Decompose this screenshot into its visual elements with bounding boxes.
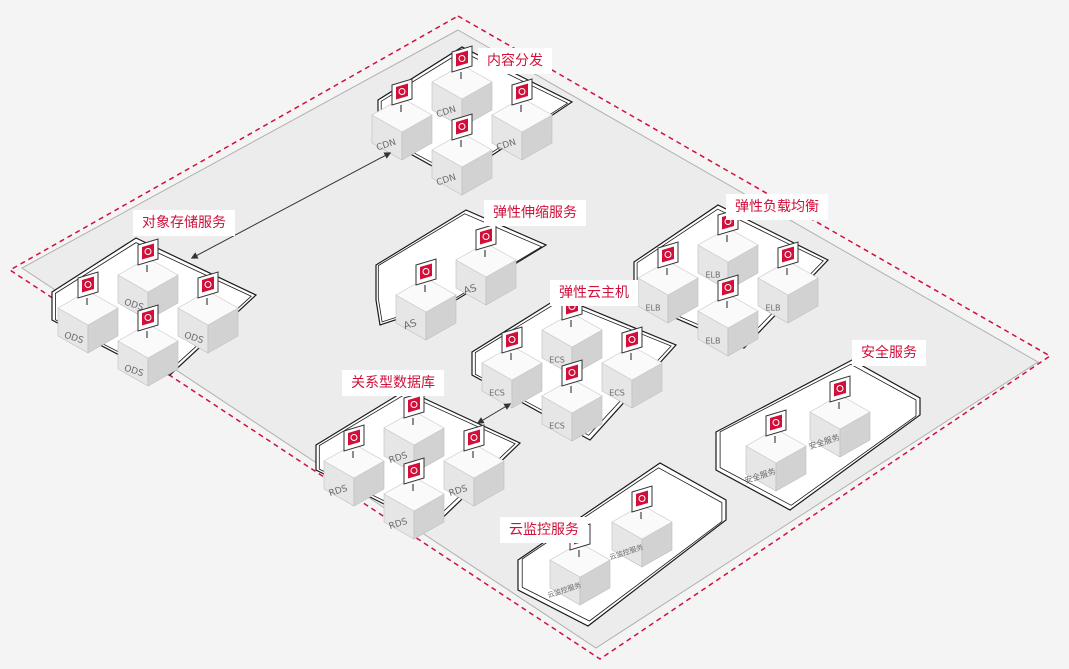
as-server-box: AS: [395, 258, 457, 341]
outer-dashed-boundary: [8, 15, 1052, 660]
ods-server-box: ODS: [57, 271, 119, 354]
cdn-icon: [391, 78, 413, 112]
cdn-icon: [451, 113, 473, 147]
cloud-server-icon: [501, 326, 523, 360]
auto-scaling-icon: [415, 258, 437, 292]
elb-server-box: ELB: [757, 241, 819, 324]
cdn-icon: [451, 45, 473, 79]
monitor-chart-icon: [631, 485, 653, 519]
security-icon: [829, 375, 851, 409]
auto-scaling-icon: [475, 223, 497, 257]
elb-box-label: ELB: [766, 303, 781, 312]
ods-server-box: ODS: [117, 304, 179, 387]
connections-layer: [190, 152, 512, 424]
ecs-box-label: ECS: [609, 388, 625, 397]
cdn-server-box: CDN: [371, 78, 433, 161]
storage-icon: [197, 271, 219, 305]
ecs-box-label: ECS: [549, 355, 565, 364]
ecs-server-box: ECS: [541, 293, 603, 376]
group-label-elb: 弹性负载均衡: [726, 194, 828, 220]
group-label-ecs: 弹性云主机: [550, 280, 638, 306]
service-groups-layer: CDNCDNCDNCDNODSODSODSODSASASELBELBELBELB…: [51, 45, 921, 627]
load-balancer-icon: [777, 241, 799, 275]
security-server-box: 安全服务: [743, 409, 807, 492]
storage-icon: [137, 238, 159, 272]
load-balancer-icon: [717, 274, 739, 308]
load-balancer-icon: [657, 241, 679, 275]
elb-box-label: ELB: [706, 270, 721, 279]
ecs-server-box: ECS: [601, 326, 663, 409]
database-icon: [463, 424, 485, 458]
elb-box-label: ELB: [646, 303, 661, 312]
storage-icon: [137, 304, 159, 338]
rds-server-box: RDS: [443, 424, 505, 507]
cloud-server-icon: [561, 359, 583, 393]
as-server-box: AS: [455, 223, 517, 306]
elb-box-label: ELB: [706, 336, 721, 345]
cdn-icon: [511, 78, 533, 112]
database-icon: [403, 457, 425, 491]
group-label-rds: 关系型数据库: [342, 370, 444, 396]
rds-server-box: RDS: [323, 424, 385, 507]
as-box-label: AS: [462, 283, 478, 298]
ecs-server-box: ECS: [541, 359, 603, 442]
rds-server-box: RDS: [383, 457, 445, 540]
group-label-monitor: 云监控服务: [500, 517, 588, 543]
security-server-box: 安全服务: [807, 375, 871, 458]
group-as: AS AS: [375, 209, 548, 341]
group-label-cdn: 内容分发: [478, 48, 552, 74]
cdn-server-box: CDN: [431, 113, 493, 196]
storage-icon: [77, 271, 99, 305]
security-icon: [765, 409, 787, 443]
cdn-server-box: CDN: [491, 78, 553, 161]
elb-server-box: ELB: [637, 241, 699, 324]
ecs-box-label: ECS: [549, 421, 565, 430]
group-ecs: ECS ECS ECS ECS: [471, 293, 678, 442]
group-label-as: 弹性伸缩服务: [484, 200, 586, 226]
monitor-server-box: 云监控服务: [608, 485, 673, 568]
as-box-label: AS: [402, 318, 418, 333]
group-label-security: 安全服务: [852, 340, 926, 366]
connection-rds-ecs: [476, 403, 512, 424]
ecs-server-box: ECS: [481, 326, 543, 409]
group-label-ods: 对象存储服务: [133, 210, 235, 236]
elb-server-box: ELB: [697, 274, 759, 357]
group-elb: ELB ELB ELB ELB: [633, 204, 829, 357]
ecs-box-label: ECS: [489, 388, 505, 397]
database-icon: [343, 424, 365, 458]
connection-ods-cdn: [190, 152, 392, 259]
database-icon: [403, 391, 425, 425]
cloud-server-icon: [621, 326, 643, 360]
